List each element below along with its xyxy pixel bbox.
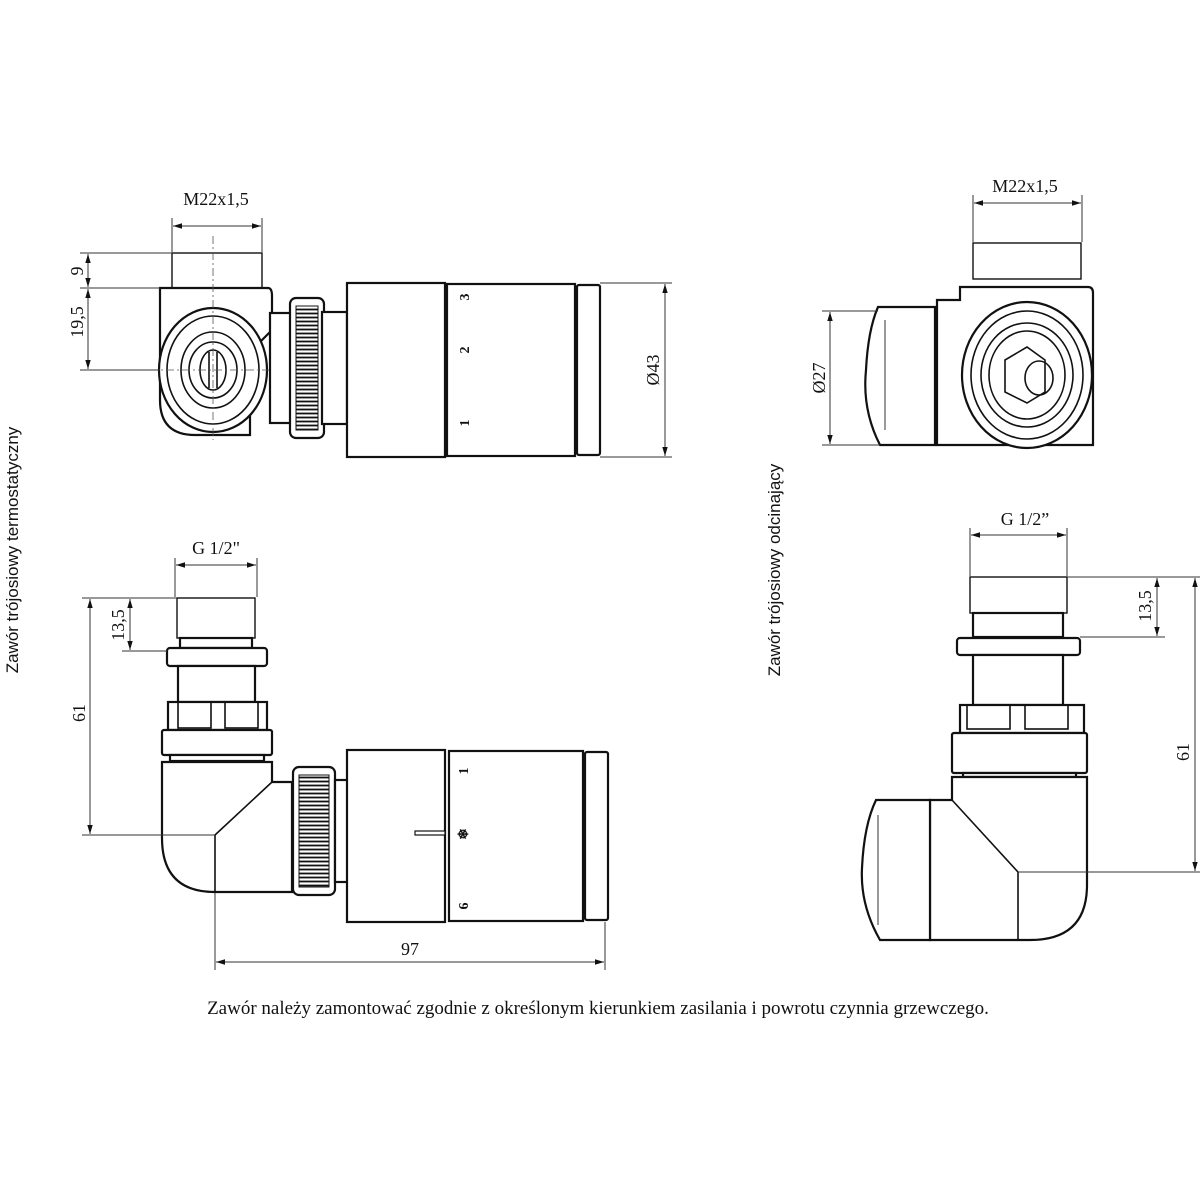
dimension-diameter-27: Ø27 <box>809 363 829 394</box>
dimension-13-5: 13,5 <box>108 609 128 641</box>
scale-mark: 6 <box>457 903 472 910</box>
shutoff-valve-front-view: G 1/2” 13,5 61 <box>860 509 1200 942</box>
shutoff-valve-top-view: M22x1,5 Ø27 <box>809 176 1095 450</box>
installation-note: Zawór należy zamontować zgodnie z określ… <box>207 998 989 1019</box>
shutoff-knob <box>864 305 937 447</box>
thread-m22 <box>171 252 263 292</box>
setting-indicator <box>414 830 446 836</box>
dimension-thread: G 1/2” <box>1001 509 1050 529</box>
scale-mark: 1 <box>457 768 472 775</box>
dimension-61: 61 <box>69 704 89 722</box>
dimension-19-5: 19,5 <box>67 306 87 338</box>
union-nut <box>950 731 1089 775</box>
thread-g12 <box>969 576 1068 614</box>
union-nut <box>160 728 274 757</box>
shutoff-knob <box>860 798 932 942</box>
scale-mark-frost: ❄ <box>457 828 472 840</box>
shutoff-valve-title: Zawór trójosiowy odcinający <box>765 463 784 676</box>
thermostatic-head-base <box>345 748 447 924</box>
dimension-61: 61 <box>1173 743 1193 761</box>
thermostatic-head-base <box>345 281 447 459</box>
flange <box>165 646 269 668</box>
dimension-thread: M22x1,5 <box>183 189 249 209</box>
thread-m22 <box>972 242 1082 280</box>
scale-mark: 2 <box>458 347 473 354</box>
dimension-thread: G 1/2" <box>192 538 240 558</box>
thermostatic-valve-title: Zawór trójosiowy termostatyczny <box>3 426 22 673</box>
thermostatic-head-dial <box>447 749 585 923</box>
dimension-thread: M22x1,5 <box>992 176 1058 196</box>
thread-g12 <box>176 597 256 639</box>
scale-mark: 1 <box>458 420 473 427</box>
dimension-13-5: 13,5 <box>1135 590 1155 622</box>
dimension-diameter-43: Ø43 <box>643 355 663 386</box>
flange <box>955 636 1082 657</box>
thermostatic-valve-front-view: 1 ❄ 6 G 1/2" 13,5 61 97 <box>69 538 610 970</box>
scale-mark: 3 <box>458 294 473 301</box>
thermostatic-valve-top-view: 3 2 1 M22x1,5 9 19,5 Ø43 <box>67 189 672 459</box>
elbow-body <box>160 760 294 894</box>
dimension-97: 97 <box>401 939 419 959</box>
hex-socket <box>1004 346 1046 404</box>
dimension-9: 9 <box>67 267 87 276</box>
thermostatic-head-dial <box>445 282 577 458</box>
